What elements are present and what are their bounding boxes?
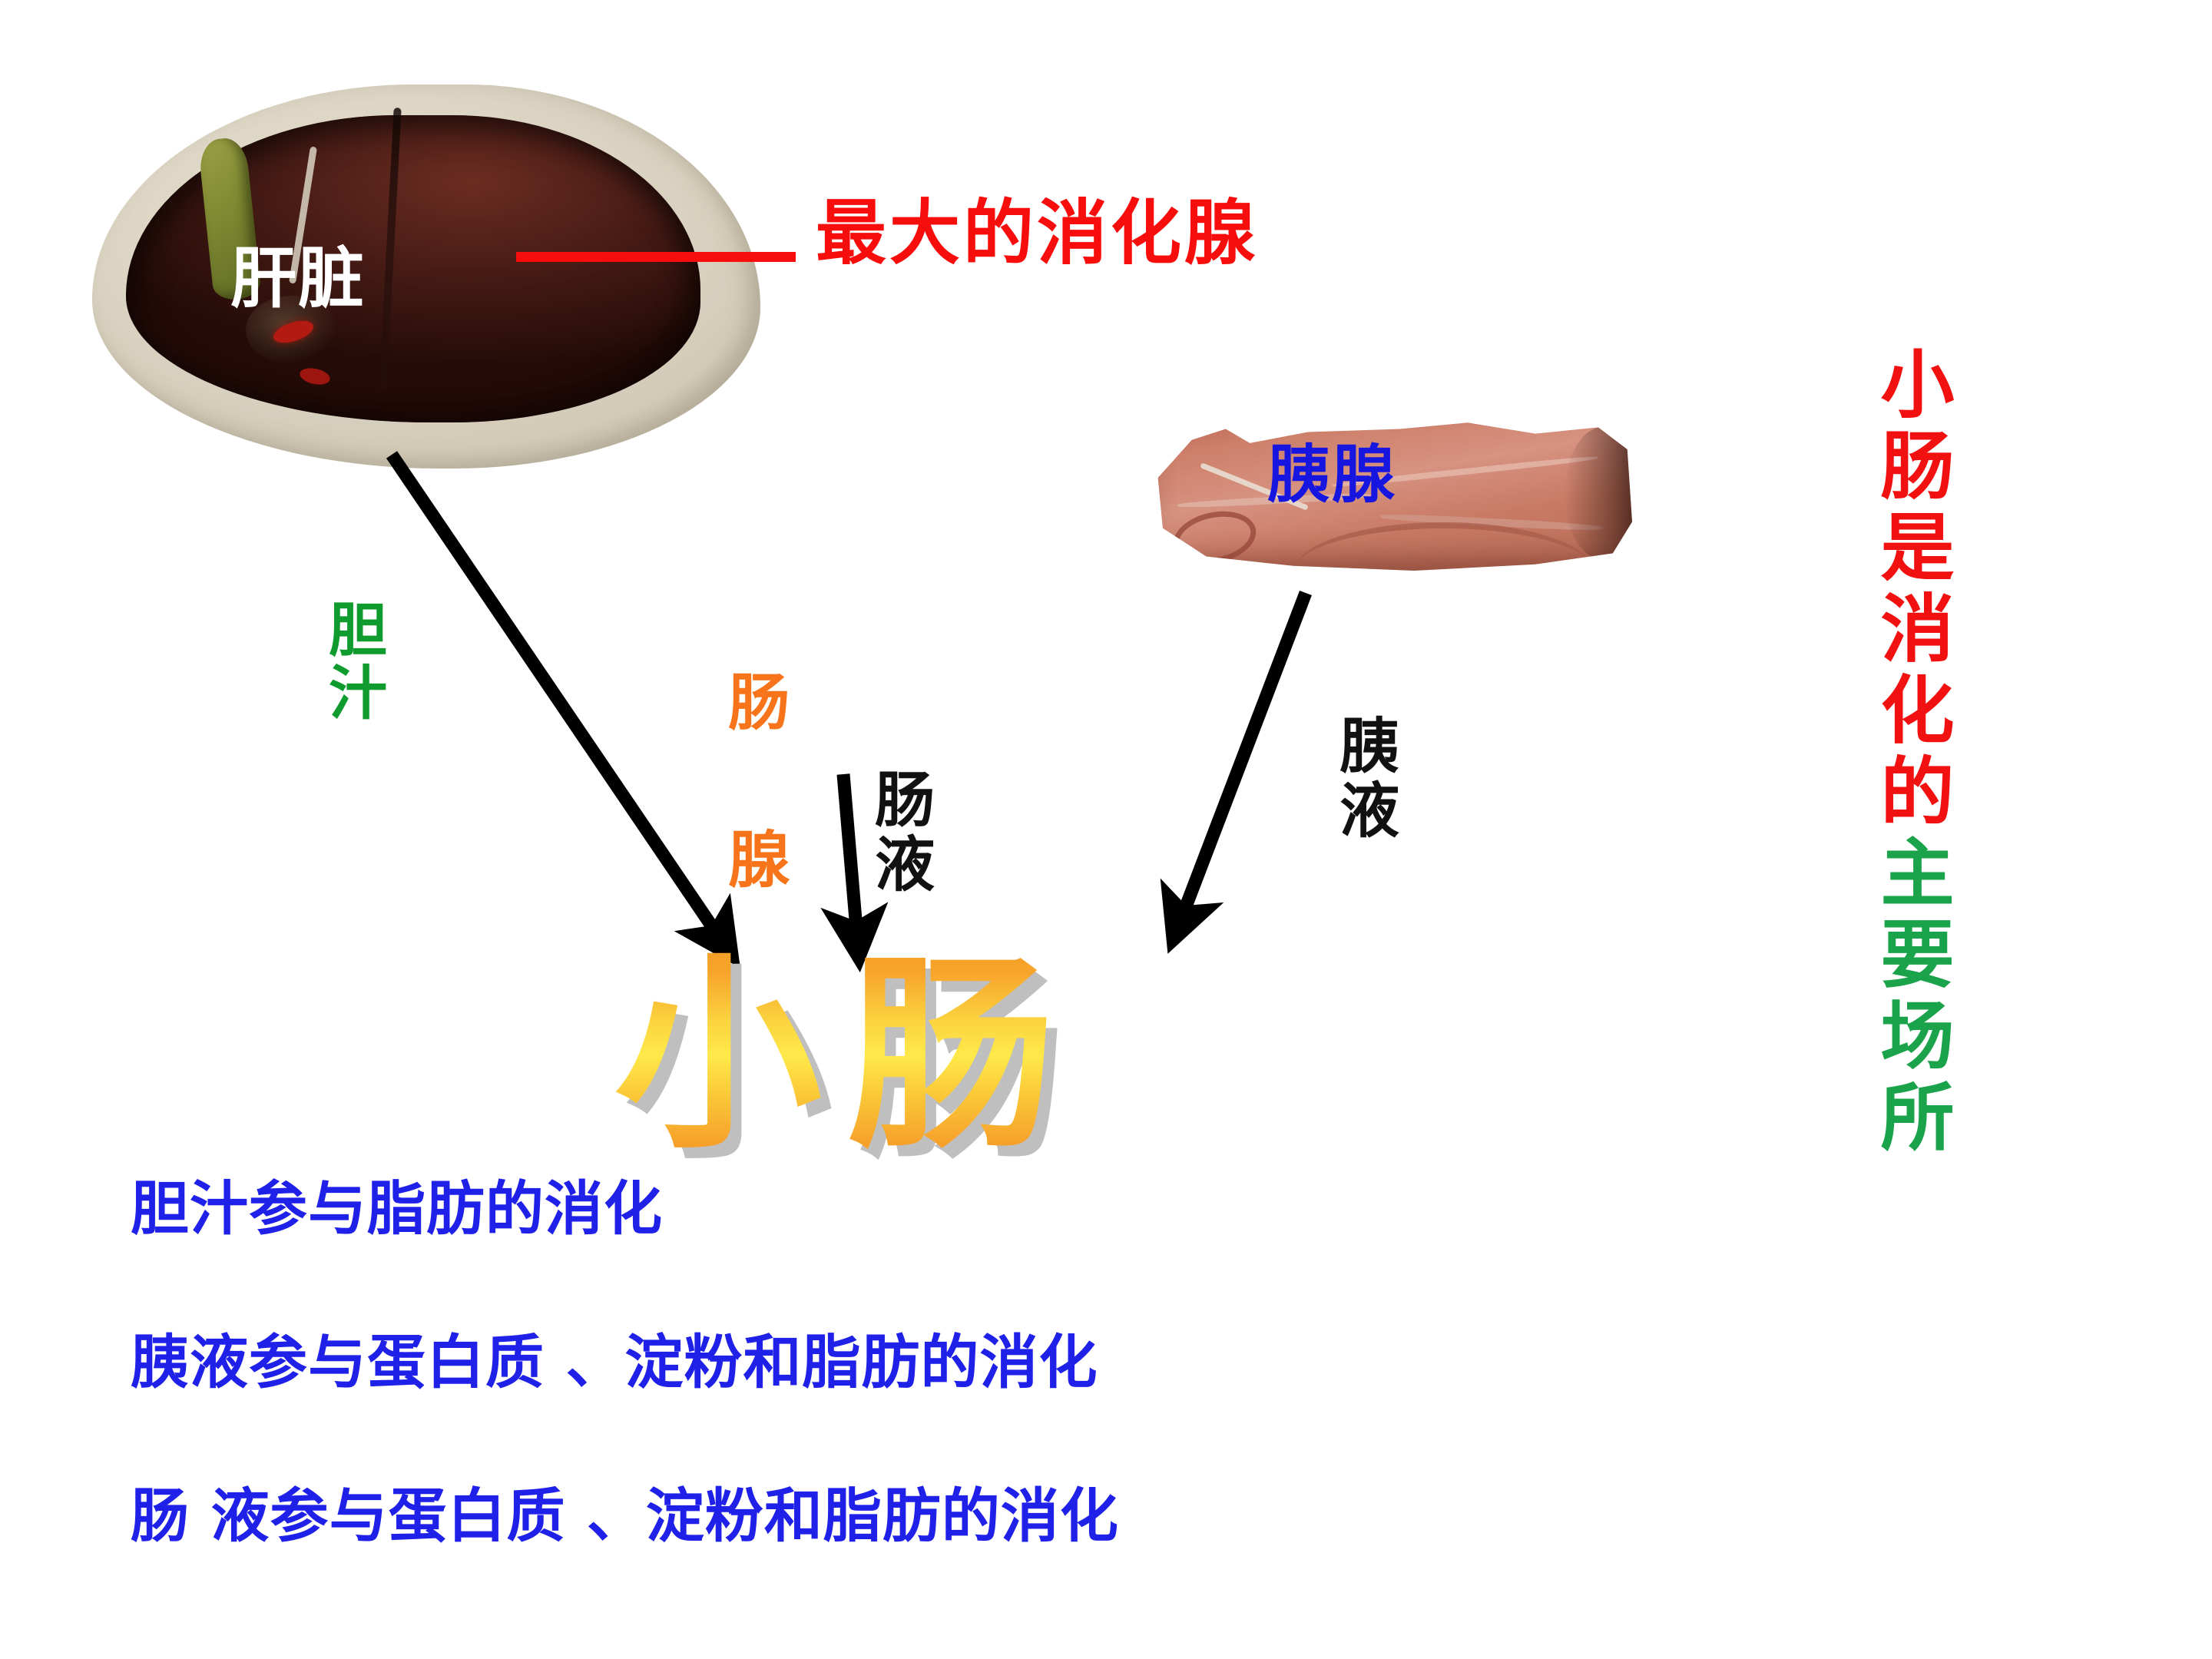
statement-line-3: 肠 液参与蛋白质 、淀粉和脂肪的消化 (131, 1482, 1119, 1550)
pancreas-body-shape (1157, 422, 1632, 571)
pancreas-edge-shadow (1564, 427, 1632, 560)
largest-gland-leader-line (516, 252, 796, 262)
intestinal-gland-label: 肠 腺 (718, 670, 790, 901)
largest-gland-label: 最大的消化腺 (816, 192, 1259, 274)
intestinal-juice-arrow (820, 773, 889, 973)
bile-arrow (386, 451, 740, 969)
pancreatic-juice-arrow (1160, 590, 1312, 954)
pancreas-label: 胰腺 (1267, 439, 1397, 512)
liver-label: 肝脏 (230, 240, 366, 317)
small-intestine-wordart-fill: 小肠 (614, 935, 1081, 1177)
small-intestine-wordart: 小肠 小肠 (614, 952, 1081, 1171)
small-intestine-wordart-shadow: 小肠 (625, 963, 1092, 1171)
conclusion-green-part: 主要场所 (1868, 834, 1954, 1160)
statement-line-1: 胆汁参与脂肪的消化 (131, 1174, 663, 1243)
pancreatic-juice-label: 胰液 (1330, 714, 1399, 843)
liver-photograph (92, 84, 760, 469)
bile-label: 胆汁 (319, 599, 388, 725)
conclusion-red-part: 小肠是消化的 (1868, 346, 1954, 834)
pancreas-tail-curve (1293, 522, 1594, 571)
pancreas-photograph (1148, 415, 1632, 572)
intestinal-juice-label: 肠液 (865, 768, 935, 897)
statement-line-2: 胰液参与蛋白质 、淀粉和脂肪的消化 (131, 1328, 1098, 1396)
conclusion-headline: 小肠是消化的主要场所 (1868, 346, 1954, 1160)
pancreas-lobule-shape (1167, 504, 1261, 571)
